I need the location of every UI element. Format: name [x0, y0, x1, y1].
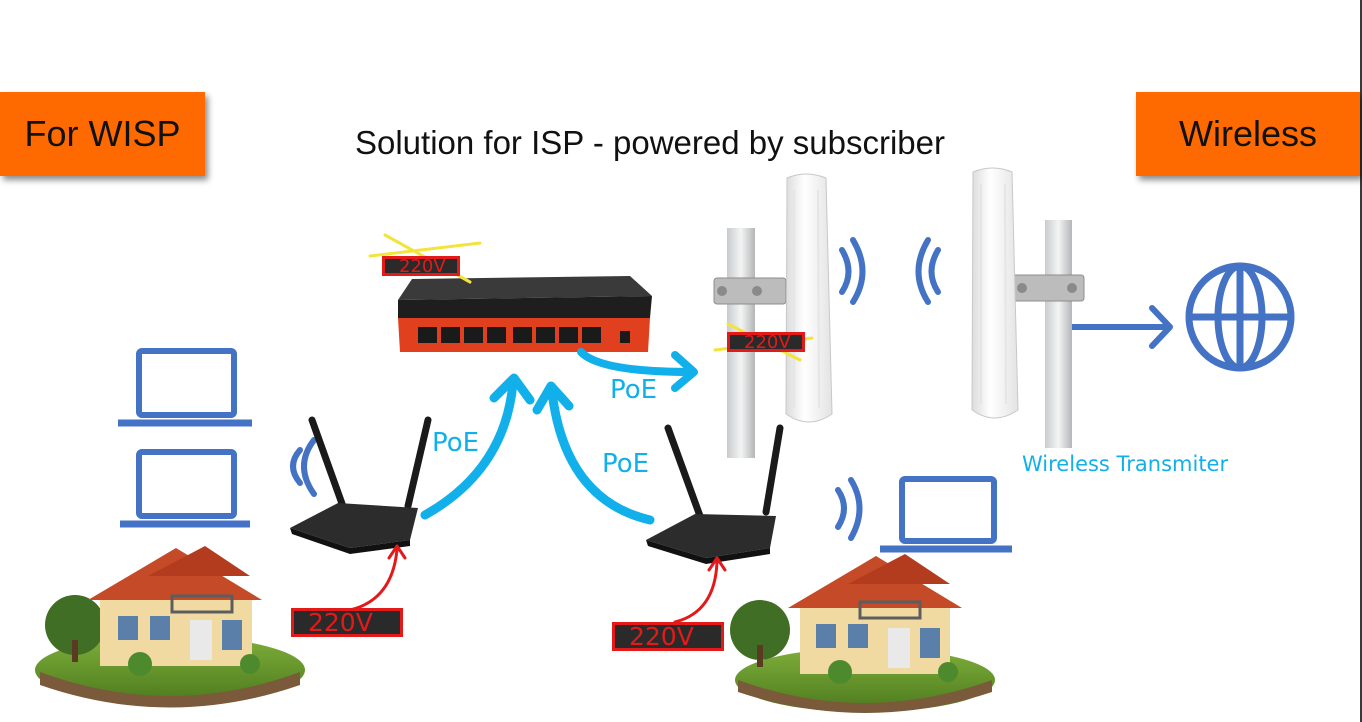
- laptop-icon: [118, 348, 252, 427]
- power-arrow: [348, 544, 407, 612]
- wifi-signal-icon: [915, 237, 941, 305]
- voltage-label-crossed: 220V: [727, 332, 805, 352]
- laptop-icon: [120, 449, 250, 528]
- poe-switch: [398, 276, 652, 352]
- poe-label: PoE: [602, 449, 650, 479]
- for-wisp-tag: For WISP: [0, 92, 205, 176]
- wifi-signal-icon: [835, 477, 863, 541]
- sector-antenna: [785, 173, 833, 423]
- power-arrow: [673, 556, 727, 624]
- wifi-signal-icon: [839, 237, 866, 305]
- poe-label: PoE: [610, 375, 658, 405]
- poe-arrow: [420, 373, 535, 520]
- right-border: [1360, 0, 1362, 722]
- wireless-transmitter-label: Wireless Transmiter: [1022, 452, 1229, 476]
- voltage-label: 220V: [291, 608, 403, 637]
- voltage-label-crossed: 220V: [382, 256, 460, 276]
- antenna-pole: [1011, 220, 1085, 448]
- sector-antenna: [971, 167, 1019, 419]
- link-arrow: [1069, 305, 1173, 349]
- wireless-router: [646, 424, 784, 564]
- house-image: [35, 546, 305, 708]
- poe-label: PoE: [432, 428, 480, 458]
- internet-globe-icon: [1185, 262, 1295, 372]
- poe-arrow: [577, 348, 698, 392]
- wifi-signal-icon: [290, 437, 317, 497]
- house-image: [730, 554, 995, 713]
- laptop-icon: [880, 476, 1012, 553]
- diagram-title: Solution for ISP - powered by subscriber: [354, 124, 946, 161]
- wireless-tag: Wireless: [1136, 92, 1360, 176]
- wireless-router: [290, 416, 432, 554]
- poe-arrow: [532, 381, 655, 525]
- voltage-label: 220V: [612, 622, 724, 651]
